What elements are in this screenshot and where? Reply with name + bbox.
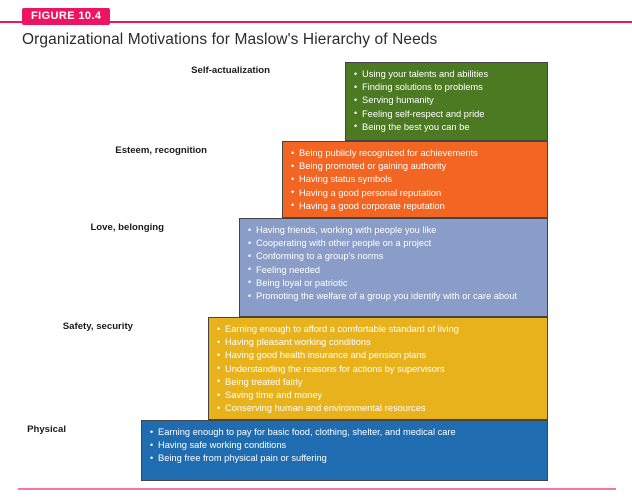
figure-badge-row: FIGURE 10.4 — [0, 8, 632, 26]
list-item: Having good health insurance and pension… — [217, 349, 539, 362]
tier-label-safety-security: Safety, security — [62, 321, 133, 332]
list-item: Conserving human and environmental resou… — [217, 402, 539, 415]
list-item: Cooperating with other people on a proje… — [248, 237, 539, 250]
figure-bottom-rule — [18, 488, 616, 490]
tier-item-list: Earning enough to pay for basic food, cl… — [150, 425, 539, 466]
list-item: Earning enough to pay for basic food, cl… — [150, 425, 539, 439]
list-item: Having pleasant working conditions — [217, 336, 539, 349]
tier-physical: Earning enough to pay for basic food, cl… — [141, 420, 548, 481]
list-item: Conforming to a group's norms — [248, 250, 539, 263]
list-item: Being loyal or patriotic — [248, 276, 539, 290]
tier-safety-security: Earning enough to afford a comfortable s… — [208, 317, 548, 420]
list-item: Finding solutions to problems — [354, 81, 539, 94]
list-item: Serving humanity — [354, 94, 539, 107]
list-item: Using your talents and abilities — [354, 67, 539, 81]
tier-item-list: Having friends, working with people you … — [248, 223, 539, 303]
figure-top-rule — [0, 21, 632, 23]
list-item: Feeling needed — [248, 263, 539, 277]
tier-esteem-recognition: Being publicly recognized for achievemen… — [282, 141, 548, 218]
list-item: Earning enough to afford a comfortable s… — [217, 322, 539, 336]
figure-number-badge: FIGURE 10.4 — [22, 8, 111, 25]
list-item: Being treated fairly — [217, 375, 539, 389]
tier-label-self-actualization: Self-actualization — [191, 65, 270, 76]
list-item: Having a good personal reputation — [291, 186, 539, 200]
list-item: Feeling self-respect and pride — [354, 107, 539, 121]
tier-love-belonging: Having friends, working with people you … — [239, 218, 548, 317]
list-item: Having status symbols — [291, 173, 539, 186]
list-item: Being promoted or gaining authority — [291, 160, 539, 173]
list-item: Being the best you can be — [354, 120, 539, 134]
tier-item-list: Being publicly recognized for achievemen… — [291, 146, 539, 213]
tier-self-actualization: Using your talents and abilities Finding… — [345, 62, 548, 141]
tier-label-love-belonging: Love, belonging — [90, 222, 164, 233]
list-item: Saving time and money — [217, 389, 539, 402]
list-item: Understanding the reasons for actions by… — [217, 362, 539, 376]
list-item: Having safe working conditions — [150, 439, 539, 452]
list-item: Being free from physical pain or sufferi… — [150, 452, 539, 465]
list-item: Having friends, working with people you … — [248, 223, 539, 237]
list-item: Promoting the welfare of a group you ide… — [248, 290, 539, 303]
tier-label-physical: Physical — [27, 424, 66, 435]
list-item: Having a good corporate reputation — [291, 199, 539, 213]
figure-title: Organizational Motivations for Maslow's … — [22, 31, 438, 48]
list-item: Being publicly recognized for achievemen… — [291, 146, 539, 160]
tier-item-list: Using your talents and abilities Finding… — [354, 67, 539, 134]
tier-item-list: Earning enough to afford a comfortable s… — [217, 322, 539, 415]
tier-label-esteem-recognition: Esteem, recognition — [115, 145, 207, 156]
